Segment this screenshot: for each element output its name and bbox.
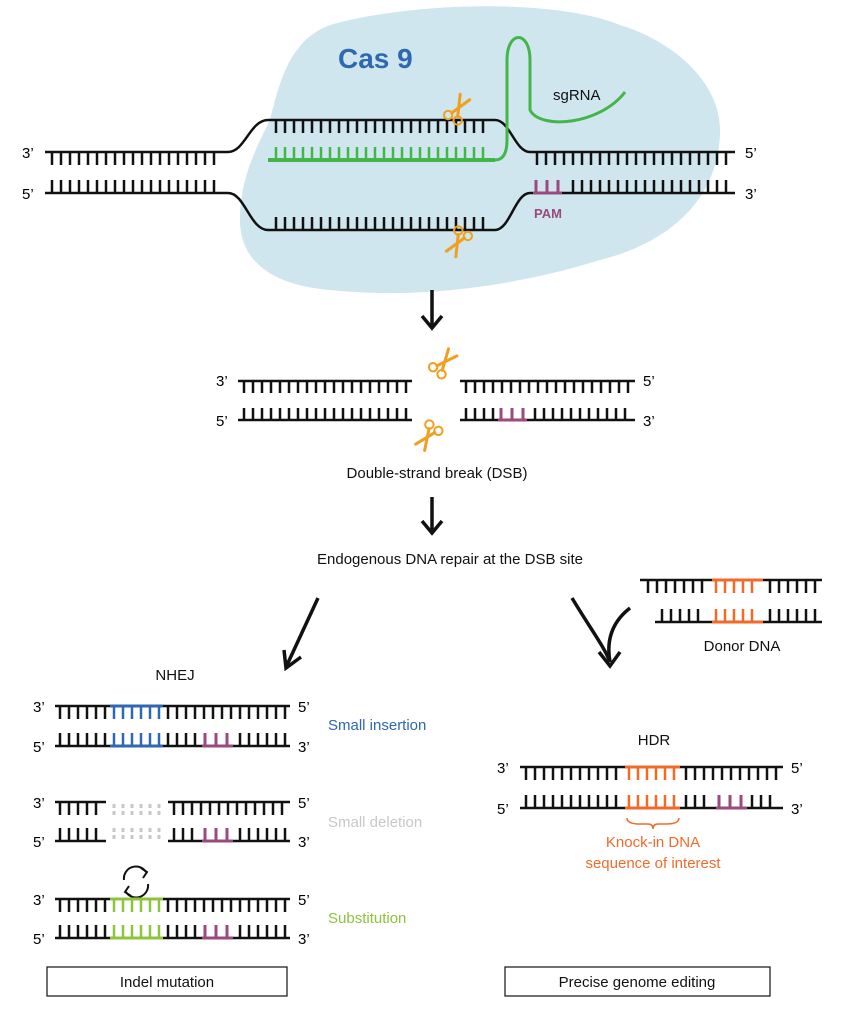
repair-label: Endogenous DNA repair at the DSB site: [317, 551, 583, 568]
insertion-dna: [55, 704, 290, 748]
end-label: 5’: [22, 186, 34, 203]
end-label: 5’: [497, 801, 509, 818]
scissors-icon: [425, 344, 462, 382]
substitution-dna: [55, 897, 290, 940]
substitution-label: Substitution: [328, 910, 406, 927]
end-label: 3’: [298, 739, 310, 756]
down-arrow-icon: [420, 497, 444, 536]
small-insertion-label: Small insertion: [328, 717, 426, 734]
target-dna: [45, 118, 735, 232]
precise-box: [504, 966, 771, 997]
end-label: 3’: [745, 186, 757, 203]
end-label: 3’: [298, 834, 310, 851]
end-label: 3’: [791, 801, 803, 818]
end-label: 5’: [33, 834, 45, 851]
precise-box-label: Precise genome editing: [559, 974, 716, 991]
nhej-label: NHEJ: [155, 667, 194, 684]
end-label: 3’: [33, 699, 45, 716]
curved-arrow-icon: [570, 597, 632, 669]
knockin-label-2: sequence of interest: [585, 855, 721, 872]
cas9-blob: [240, 6, 720, 294]
down-arrow-icon: [420, 290, 444, 331]
sgrna-label: sgRNA: [553, 87, 601, 104]
end-label: 5’: [298, 795, 310, 812]
end-label: 3’: [298, 931, 310, 948]
small-deletion-label: Small deletion: [328, 814, 422, 831]
pam-site-top: [533, 180, 562, 195]
end-label: 5’: [33, 739, 45, 756]
indel-box: [46, 966, 288, 997]
knockin-label-1: Knock-in DNA: [606, 834, 700, 851]
end-label: 5’: [643, 373, 655, 390]
end-label: 3’: [497, 760, 509, 777]
rotate-arrows-icon: [122, 865, 150, 899]
hdr-label: HDR: [638, 732, 671, 749]
indel-box-label: Indel mutation: [120, 974, 214, 991]
knockin-brace: [626, 817, 680, 830]
hdr-dna: [520, 765, 783, 810]
end-label: 5’: [745, 145, 757, 162]
end-label: 5’: [298, 699, 310, 716]
pam-site-dsb: [498, 408, 527, 422]
sgrna: [268, 36, 627, 162]
end-label: 3’: [22, 145, 34, 162]
cas9-label: Cas 9: [338, 43, 413, 74]
dsb-label: Double-strand break (DSB): [347, 465, 528, 482]
donor-dna: [640, 578, 822, 624]
end-label: 5’: [33, 931, 45, 948]
donor-label: Donor DNA: [704, 638, 781, 655]
pam-label: PAM: [534, 206, 562, 221]
end-label: 5’: [791, 760, 803, 777]
down-arrow-icon: [282, 597, 320, 672]
end-label: 3’: [643, 413, 655, 430]
end-label: 3’: [33, 892, 45, 909]
end-label: 3’: [33, 795, 45, 812]
scissors-icon: [410, 417, 446, 455]
end-label: 5’: [298, 892, 310, 909]
end-label: 3’: [216, 373, 228, 390]
end-label: 5’: [216, 413, 228, 430]
